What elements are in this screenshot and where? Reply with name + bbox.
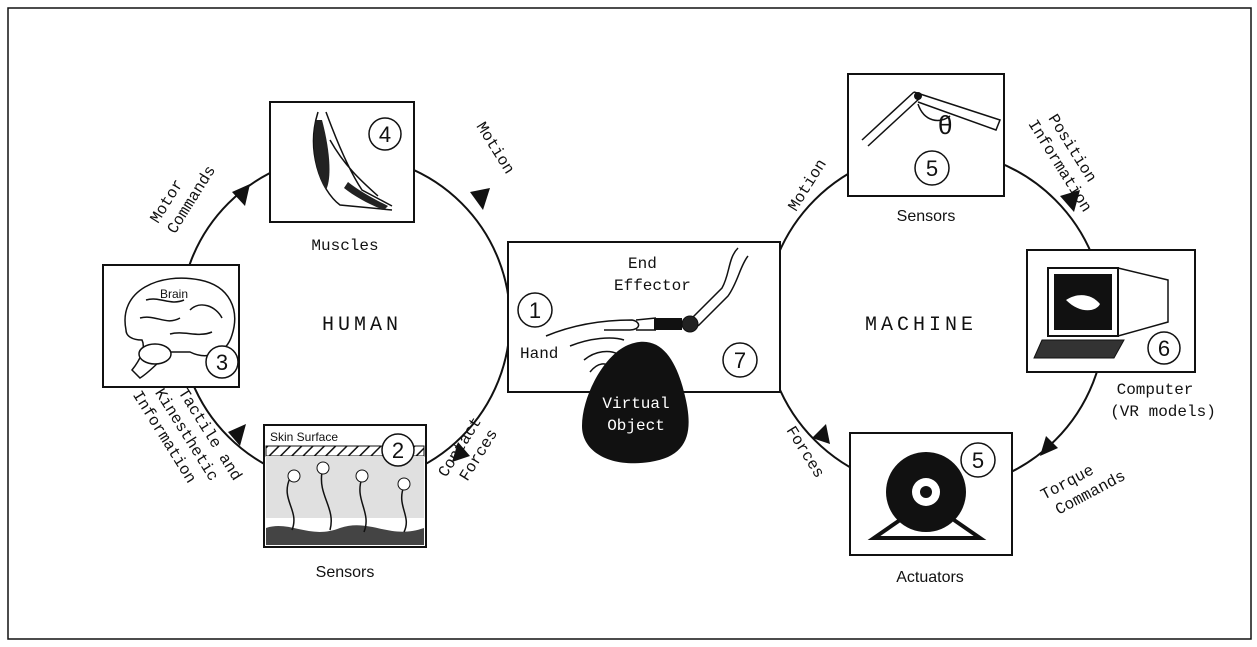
end-effector-line1: End	[628, 255, 657, 273]
machine-sensors-box: θ 5	[847, 73, 1005, 197]
center-left-number: 1	[529, 298, 541, 323]
hand-label: Hand	[520, 345, 558, 363]
actuators-box: 5	[849, 432, 1013, 556]
skin-sensors-box: Skin Surface 2	[263, 424, 427, 548]
arrowhead-motor-commands	[232, 184, 250, 206]
arrowhead-tactile	[228, 424, 246, 446]
muscles-number: 4	[379, 122, 391, 147]
outer-frame	[7, 7, 1252, 640]
arrowhead-machine-forces	[812, 424, 830, 444]
computer-box: 6	[1026, 249, 1196, 373]
brain-box: Brain 3	[102, 264, 240, 388]
human-loop-title: HUMAN	[322, 314, 402, 337]
center-right-number: 7	[734, 348, 746, 373]
skin-sensors-caption: Sensors	[316, 564, 375, 581]
skin-sensors-number: 2	[392, 438, 404, 463]
brain-label: Brain	[160, 287, 188, 301]
arrowhead-contact-forces	[452, 442, 470, 462]
human-motion-label: Motion	[472, 119, 518, 177]
virtual-object-line2: Object	[607, 417, 665, 435]
motor-commands-label: Motor Commands	[147, 163, 220, 238]
arrowhead-position-info	[1060, 190, 1080, 212]
machine-sensors-number: 5	[926, 156, 938, 181]
theta-symbol: θ	[938, 110, 952, 140]
arrowhead-torque-commands	[1040, 436, 1058, 456]
machine-loop-title: MACHINE	[865, 314, 977, 337]
virtual-object-line1: Virtual	[602, 395, 669, 413]
svg-text:Motion: Motion	[472, 119, 518, 177]
arrowhead-human-motion	[470, 188, 490, 210]
computer-caption-line2: (VR models)	[1110, 403, 1216, 421]
actuators-number: 5	[972, 448, 984, 473]
contact-forces-label: Contact Forces	[435, 414, 502, 484]
machine-sensors-caption: Sensors	[897, 208, 956, 225]
muscles-box: 4	[269, 101, 415, 223]
computer-number: 6	[1158, 336, 1170, 361]
virtual-object-blob	[582, 341, 689, 464]
muscles-caption: Muscles	[311, 237, 378, 255]
actuators-caption: Actuators	[896, 569, 964, 586]
computer-caption-line1: Computer	[1117, 381, 1194, 399]
skin-surface-label: Skin Surface	[270, 430, 338, 444]
torque-commands-label: Torque Commands	[1038, 461, 1129, 519]
brain-number: 3	[216, 350, 228, 375]
end-effector-line2: Effector	[614, 277, 691, 295]
